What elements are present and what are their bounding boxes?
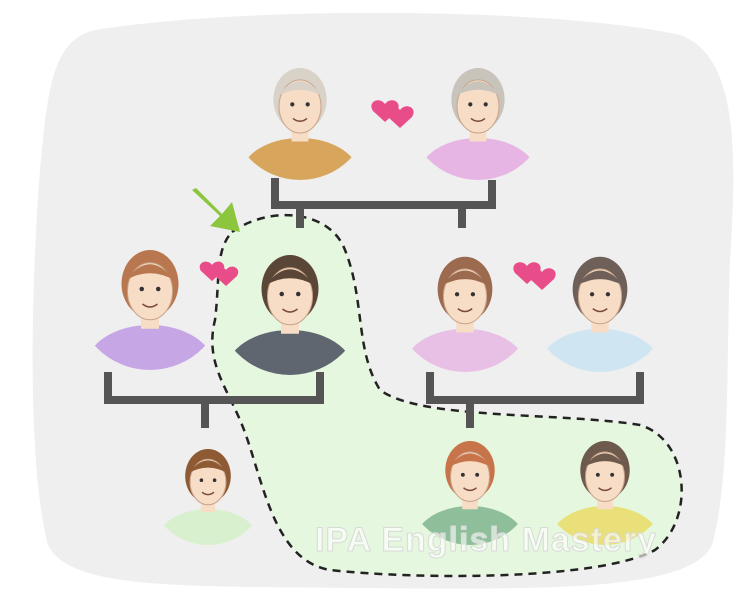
eye	[470, 292, 476, 297]
hair-top	[126, 264, 174, 280]
eye	[305, 102, 310, 107]
shirt	[418, 138, 538, 180]
eye	[279, 291, 284, 297]
connector-lines	[104, 178, 644, 428]
person-father	[538, 256, 662, 372]
mouth	[201, 491, 215, 496]
shirt	[538, 328, 662, 372]
heart-icons	[199, 100, 556, 290]
face	[442, 268, 488, 325]
hair-top	[277, 81, 323, 96]
mouth	[592, 308, 608, 313]
eye	[290, 102, 295, 107]
eye	[156, 286, 161, 292]
mouth	[470, 117, 486, 122]
person-nephew	[157, 449, 259, 545]
person-mother	[403, 256, 527, 372]
shirt	[240, 138, 360, 180]
shirt	[157, 509, 259, 545]
face	[456, 79, 500, 134]
shirt	[226, 330, 354, 375]
face	[127, 262, 173, 321]
shirt	[414, 506, 526, 545]
hair-top	[266, 269, 314, 285]
eye	[199, 478, 204, 483]
shirt	[549, 506, 661, 545]
person-grandmother	[418, 68, 538, 180]
highlight-region	[211, 213, 683, 578]
person-daughter	[414, 441, 526, 545]
heart-icon	[199, 261, 225, 281]
heart-icon	[513, 262, 541, 284]
mouth	[292, 117, 308, 122]
face	[267, 267, 313, 326]
person-son	[549, 441, 661, 545]
face	[278, 79, 322, 134]
watermark-text: IPA English Mastery	[315, 521, 657, 559]
eye	[605, 292, 611, 297]
eye	[296, 291, 301, 297]
pointer-arrow-icon	[192, 188, 240, 232]
face	[585, 451, 625, 502]
eye	[139, 286, 144, 292]
mouth	[463, 487, 477, 492]
eye	[212, 478, 217, 483]
eye	[460, 472, 465, 477]
heart-icon	[371, 100, 399, 122]
connector-grandparents-to-children	[296, 205, 466, 228]
eye	[468, 102, 473, 107]
hair-top	[441, 270, 489, 286]
hair-top	[455, 81, 501, 96]
person-uncle	[226, 255, 354, 375]
eye	[595, 472, 600, 477]
connector-parents	[426, 372, 644, 404]
mouth	[142, 303, 158, 308]
hair-top	[584, 453, 626, 467]
heart-icon	[528, 268, 556, 290]
eye	[483, 102, 488, 107]
mouth	[598, 487, 612, 492]
shirt	[86, 325, 214, 370]
face	[189, 458, 227, 506]
eye	[454, 292, 460, 297]
eye	[589, 292, 595, 297]
person-aunt	[86, 250, 214, 370]
heart-icon	[213, 266, 239, 286]
face	[577, 268, 623, 325]
shirt	[403, 328, 527, 372]
eye	[610, 472, 615, 477]
hair-top	[449, 453, 491, 467]
hair-top	[576, 270, 624, 286]
hair-top	[188, 460, 228, 473]
mouth	[282, 308, 298, 313]
person-grandfather	[240, 68, 360, 180]
connector-grandparents	[271, 178, 496, 209]
heart-icon	[386, 106, 414, 128]
face	[450, 451, 490, 502]
connector-aunt-uncle	[104, 372, 324, 404]
mouth	[457, 308, 473, 313]
eye	[475, 472, 480, 477]
